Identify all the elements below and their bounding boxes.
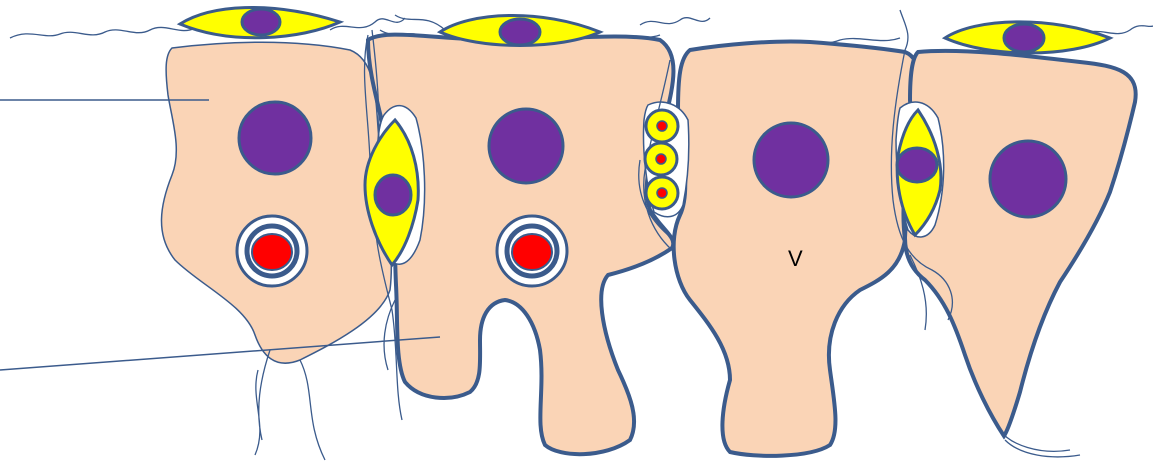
bottom-fiber-1 — [255, 350, 325, 460]
capillary-2 — [645, 143, 677, 175]
label-v: V — [788, 246, 803, 271]
bottom-fiber-2 — [1000, 430, 1080, 457]
cell-4 — [905, 51, 1136, 436]
vessel-2 — [497, 216, 567, 286]
capillary-1 — [646, 110, 678, 142]
vessel-1 — [237, 216, 307, 286]
top-nucleus-1 — [242, 9, 280, 35]
spindle-nucleus-left — [375, 175, 411, 215]
cell-1 — [161, 42, 391, 363]
cell-1-nucleus — [239, 102, 311, 174]
top-nucleus-3 — [1004, 24, 1044, 52]
cell-4-nucleus — [990, 141, 1066, 217]
leader-line-lower — [0, 337, 440, 370]
cell-2-nucleus — [489, 109, 563, 183]
cell-3-nucleus — [754, 123, 828, 197]
top-nucleus-2 — [500, 19, 540, 45]
spindle-nucleus-right — [897, 148, 937, 182]
capillary-3 — [646, 177, 678, 209]
